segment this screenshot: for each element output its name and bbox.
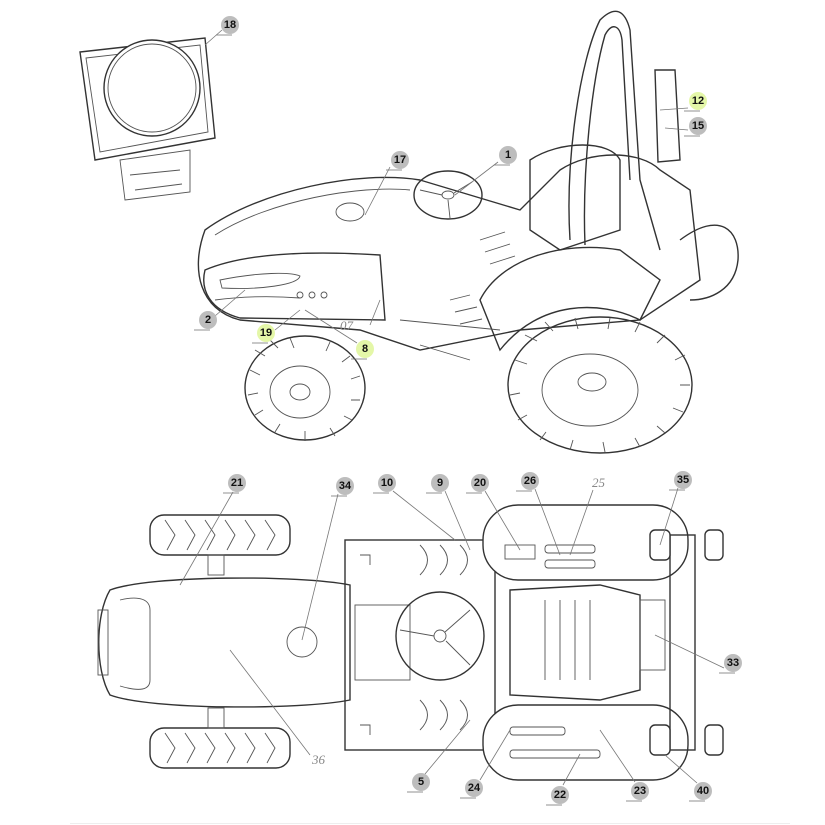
svg-text:17: 17 <box>394 154 406 166</box>
svg-text:22: 22 <box>554 789 566 801</box>
svg-text:9: 9 <box>437 477 443 489</box>
callout-21[interactable]: 21 <box>223 474 246 494</box>
callout-17[interactable]: 17 <box>386 151 409 171</box>
callout-18[interactable]: 18 <box>216 16 239 36</box>
callout-19[interactable]: 19 <box>252 324 275 344</box>
svg-text:18: 18 <box>224 19 236 31</box>
callout-2[interactable]: 2 <box>194 311 217 331</box>
leader-lines <box>179 29 725 786</box>
callout-10[interactable]: 10 <box>373 474 396 494</box>
svg-text:33: 33 <box>727 657 739 669</box>
svg-text:8: 8 <box>362 343 368 355</box>
tractor-top-view <box>97 504 724 781</box>
svg-text:24: 24 <box>468 782 481 794</box>
svg-text:19: 19 <box>260 327 272 339</box>
ref-number-36: 36 <box>311 752 326 767</box>
svg-text:26: 26 <box>524 475 536 487</box>
callout-26[interactable]: 26 <box>516 472 539 492</box>
callout-5[interactable]: 5 <box>407 773 430 793</box>
callout-35[interactable]: 35 <box>669 471 692 491</box>
svg-text:23: 23 <box>634 785 646 797</box>
callout-15[interactable]: 15 <box>684 117 707 137</box>
callout-20[interactable]: 20 <box>466 474 489 494</box>
divider <box>70 823 790 824</box>
svg-text:5: 5 <box>418 776 424 788</box>
svg-text:12: 12 <box>692 95 704 107</box>
ref-number-07: 07 <box>340 318 354 333</box>
svg-text:21: 21 <box>231 477 243 489</box>
callout-1[interactable]: 1 <box>494 146 517 166</box>
callout-8[interactable]: 8 <box>351 340 374 360</box>
svg-text:20: 20 <box>474 477 486 489</box>
svg-text:1: 1 <box>505 149 511 161</box>
svg-text:2: 2 <box>205 314 211 326</box>
ref-number-25: 25 <box>592 475 606 490</box>
tractor-side-view <box>197 10 701 361</box>
callout-34[interactable]: 34 <box>331 477 354 497</box>
fan-shroud-drawing <box>79 37 216 201</box>
front-wheel-side <box>244 335 366 441</box>
callout-22[interactable]: 22 <box>546 786 569 806</box>
callout-33[interactable]: 33 <box>719 654 742 674</box>
callout-9[interactable]: 9 <box>426 474 449 494</box>
callout-24[interactable]: 24 <box>460 779 483 799</box>
callout-12[interactable]: 12 <box>684 92 707 112</box>
rear-wheel-side <box>507 224 739 454</box>
callout-23[interactable]: 23 <box>626 782 649 802</box>
callout-40[interactable]: 40 <box>689 782 712 802</box>
svg-text:34: 34 <box>339 480 352 492</box>
svg-text:35: 35 <box>677 474 689 486</box>
svg-text:40: 40 <box>697 785 709 797</box>
svg-text:15: 15 <box>692 120 704 132</box>
svg-text:10: 10 <box>381 477 393 489</box>
callouts: 18 1 17 12 15 2 19 8 21 34 10 9 20 26 35… <box>194 16 742 806</box>
